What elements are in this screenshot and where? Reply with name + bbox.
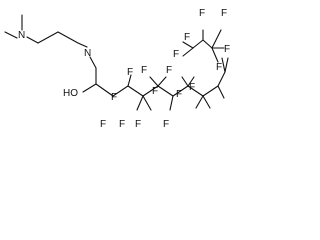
atom-fluorine: F	[189, 82, 195, 93]
bond	[187, 85, 204, 97]
bond	[211, 29, 222, 49]
atom-fluorine: F	[127, 67, 133, 78]
atom-fluorine: F	[216, 62, 222, 73]
bond	[112, 85, 129, 97]
bond	[95, 83, 114, 97]
bond	[202, 85, 219, 97]
bond	[142, 85, 159, 97]
bond	[4, 31, 18, 39]
bond	[224, 57, 229, 73]
atom-n-dimethyl: N	[18, 30, 25, 41]
atom-fluorine: F	[119, 119, 125, 130]
bond	[77, 42, 88, 48]
bond	[57, 31, 79, 44]
bond	[149, 76, 159, 87]
bond	[26, 36, 39, 44]
bonds	[4, 14, 229, 111]
bond	[157, 76, 167, 87]
bond	[192, 39, 204, 49]
atom-fluorine: F	[184, 32, 190, 43]
atom-fluorine: F	[111, 92, 117, 103]
atom-fluorine: F	[163, 119, 169, 130]
bond	[136, 95, 144, 111]
bond	[187, 76, 195, 87]
atom-fluorine: F	[152, 86, 158, 97]
atom-fluorine: F	[176, 89, 182, 100]
bond	[157, 85, 174, 97]
atom-fluorine: F	[166, 65, 172, 76]
bond	[202, 95, 211, 109]
bond	[202, 39, 213, 49]
atom-labels: N N HO F F F F F F F F F F F F F F F F F	[18, 8, 230, 130]
bond	[37, 31, 59, 44]
atom-fluorine: F	[173, 49, 179, 60]
bond	[182, 41, 194, 49]
bond	[169, 95, 174, 111]
bond	[221, 57, 226, 73]
bond	[217, 71, 226, 87]
bond	[217, 85, 225, 99]
bond	[142, 95, 152, 111]
atom-n-amine: N	[84, 48, 91, 59]
atom-fluorine: F	[135, 119, 141, 130]
atom-fluorine: F	[221, 8, 227, 19]
atom-fluorine: F	[141, 65, 147, 76]
atom-fluorine: F	[199, 8, 205, 19]
bond	[181, 76, 189, 87]
bond	[211, 47, 219, 63]
bond	[127, 74, 132, 87]
bond	[82, 83, 97, 93]
structural-formula: N N HO F F F F F F F F F F F F F F F F F	[4, 8, 230, 130]
bond	[195, 95, 204, 109]
atom-hydroxyl: HO	[63, 88, 78, 99]
atom-fluorine: F	[224, 44, 230, 55]
bond	[172, 85, 189, 97]
bond	[127, 85, 144, 97]
atom-fluorine: F	[100, 119, 106, 130]
bond	[182, 47, 194, 57]
bond	[89, 56, 97, 69]
